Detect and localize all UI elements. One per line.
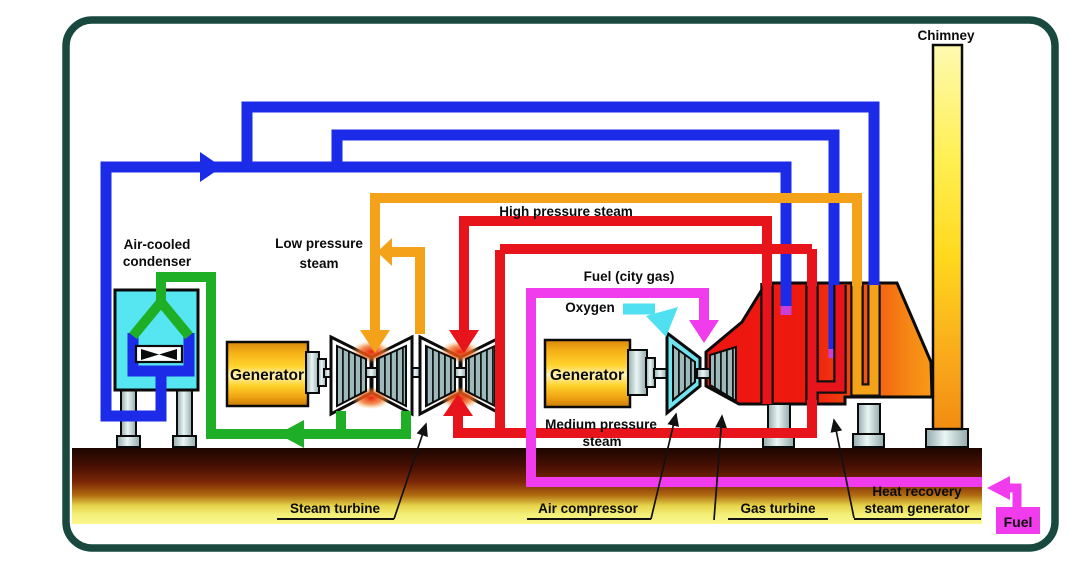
red-up-arrow [443, 394, 473, 416]
fuel-left-arrow [987, 476, 1010, 500]
fuel-box-label: Fuel [1004, 514, 1033, 530]
gas-turbine-blades [709, 345, 737, 403]
chimney-label: Chimney [917, 28, 975, 43]
air-compressor [665, 329, 711, 417]
annotation-pointers [277, 412, 981, 521]
hrsg-label-2: steam generator [864, 501, 970, 516]
hrsg-label-1: Heat recovery [872, 484, 962, 499]
low-pressure-steam-pipes-orange [360, 193, 881, 397]
oxygen-arrow [623, 303, 678, 337]
generator-right-box [543, 338, 632, 409]
condenser-foot [116, 435, 141, 448]
chimney-stack [931, 43, 964, 431]
fuel-box [996, 507, 1040, 534]
magenta-down-arrow [689, 320, 719, 343]
high-pressure-label: High pressure steam [499, 204, 633, 219]
condenser-label-1: Air-cooled [124, 237, 191, 252]
fuel-pipe-magenta [526, 288, 982, 487]
low-pressure-label-2: steam [299, 256, 338, 271]
condenser-label-2: condenser [123, 254, 192, 269]
blue-flow-arrow [200, 152, 222, 182]
red-down-arrow [449, 330, 479, 353]
chimney-foot [925, 428, 969, 448]
high-pressure-steam-pipes-red [443, 216, 847, 438]
steam-turbine [329, 334, 503, 417]
condenser-fan-icon [134, 344, 184, 364]
shaft-left [305, 351, 422, 394]
shaft-right [627, 349, 668, 396]
condenser-leg [176, 389, 193, 438]
fuel-city-gas-label: Fuel (city gas) [584, 269, 675, 284]
generator-left-label: Generator [230, 367, 304, 384]
fuel-inlet [987, 476, 1040, 534]
condensate-pipes-green [129, 272, 411, 448]
medium-pressure-label-1: Medium pressure [545, 417, 657, 432]
gas-turbine-label: Gas turbine [740, 501, 816, 516]
steam-turbine-label: Steam turbine [290, 501, 381, 516]
condenser-foot [172, 435, 197, 448]
low-pressure-label-1: Low pressure [275, 236, 363, 251]
green-flow-arrow [278, 420, 304, 448]
medium-pressure-label-2: steam [582, 434, 621, 449]
oxygen-label: Oxygen [565, 300, 615, 315]
orange-down-arrow [360, 330, 390, 353]
generator-right-label: Generator [550, 367, 624, 384]
air-compressor-label: Air compressor [538, 501, 639, 516]
orange-left-arrow [377, 238, 392, 266]
